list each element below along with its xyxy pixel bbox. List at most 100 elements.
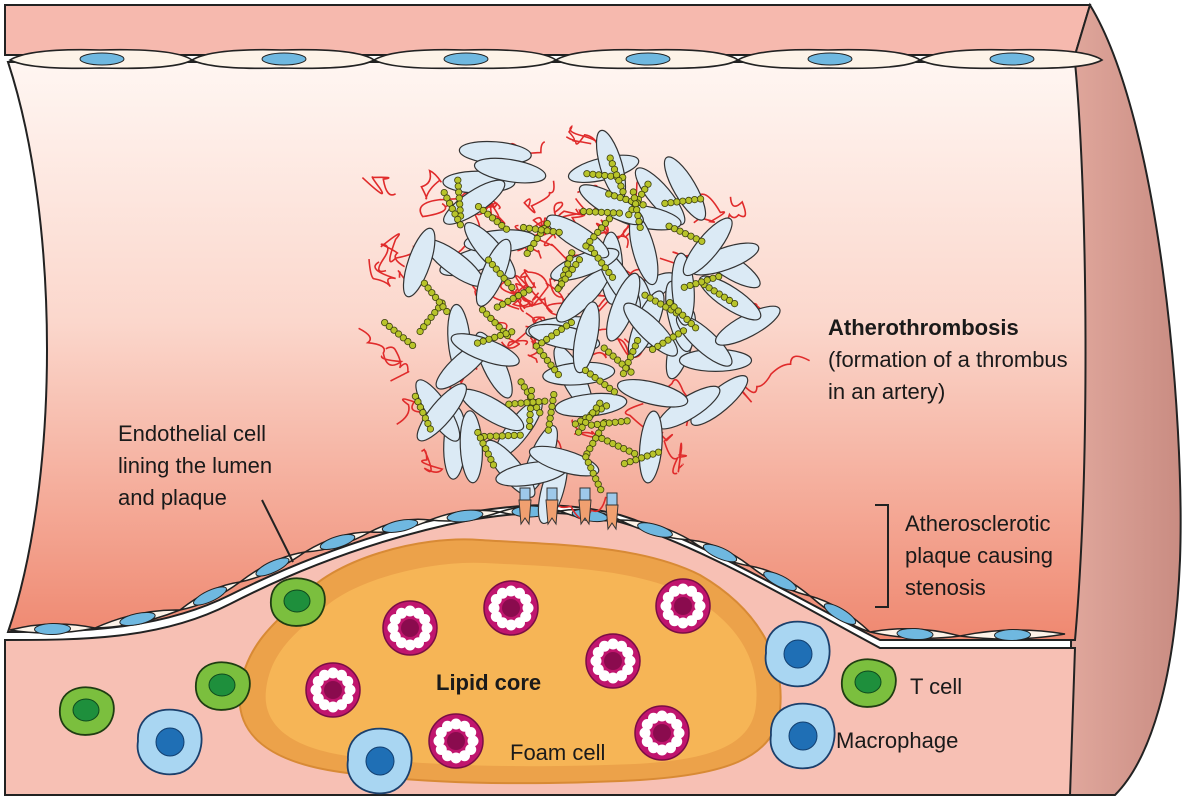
lipid-droplet: [692, 592, 704, 603]
lipid-droplet: [522, 602, 534, 614]
plaque-line2: plaque causing: [905, 543, 1054, 568]
atherothrombosis-line2: in an artery): [828, 379, 946, 404]
foam-cell: [655, 578, 711, 634]
lipid-droplet: [421, 622, 433, 634]
lipid-droplet: [520, 594, 532, 605]
foam-cell: [305, 662, 361, 718]
fibrinogen-chain: [661, 195, 705, 207]
fibrinogen-chain: [700, 280, 739, 308]
t-cell-nucleus: [208, 673, 236, 697]
fibrinogen-chain: [648, 327, 688, 353]
macrophage: [136, 708, 203, 776]
endothelial-nucleus: [255, 557, 290, 577]
endothelial-line2: lining the lumen: [118, 453, 273, 478]
lipid-droplet: [607, 672, 619, 684]
lipid-droplet: [662, 609, 674, 620]
fibrinogen-chain: [532, 342, 563, 379]
lipid-droplet: [673, 727, 685, 739]
endothelial-cell: [8, 48, 194, 70]
lipid-droplet: [599, 640, 610, 652]
endothelial-nucleus: [443, 52, 489, 66]
lipid-droplet: [497, 587, 508, 599]
lipid-droplet: [694, 600, 706, 612]
endothelial-nucleus: [381, 519, 419, 533]
lipid-droplet: [433, 735, 445, 747]
lipid-droplet: [624, 655, 636, 667]
endothelial-nucleus: [637, 522, 673, 538]
fibrinogen-chain: [587, 417, 631, 429]
fibrinogen-chain: [525, 386, 536, 431]
endothelial-cell: [809, 595, 871, 633]
lipid-droplet: [419, 614, 431, 625]
fibrin-strand: [742, 355, 810, 394]
fibrin-strand: [571, 419, 596, 438]
endothelial-nucleus: [319, 534, 356, 550]
fibrinogen-chain: [474, 428, 498, 469]
macrophages: [136, 620, 836, 795]
endothelial-nucleus: [34, 622, 71, 636]
platelet: [616, 378, 689, 408]
plaque-bracket: [875, 504, 889, 608]
endothelial-cell: [687, 538, 751, 567]
lipid-droplet: [514, 617, 525, 629]
lipid-droplet: [656, 710, 668, 722]
fibrin-strand: [385, 346, 410, 382]
lipid-droplet: [671, 719, 683, 730]
platelet: [638, 410, 663, 484]
macrophage-nucleus: [783, 639, 813, 669]
lipid-droplet: [622, 647, 634, 658]
fibrin-strand: [420, 169, 443, 200]
endothelial-nucleus: [823, 603, 857, 625]
endothelial-cell: [959, 628, 1066, 642]
endothelial-cell: [554, 48, 740, 70]
platelet-receptor: [605, 492, 619, 531]
platelet-receptor: [578, 487, 592, 526]
fibrinogen-chain: [554, 256, 584, 293]
fibrinogen-chain: [440, 189, 464, 229]
fibrinogen-chain: [420, 279, 451, 316]
lipid-droplet: [396, 607, 407, 619]
endothelium-bottom: [9, 505, 1066, 642]
lipid-core-label: Lipid core: [436, 670, 542, 695]
fibrin-strand: [419, 192, 475, 218]
macrophage: [769, 702, 836, 770]
fibrinogen-chain: [473, 328, 516, 347]
lipid-droplet: [319, 669, 330, 681]
fibrinogen-chain: [571, 402, 611, 428]
t-cell: [59, 686, 115, 736]
atherothrombosis-label: Atherothrombosis (formation of a thrombu…: [828, 312, 1068, 408]
lipid-droplet: [488, 602, 500, 614]
endothelial-nucleus: [763, 571, 797, 591]
fibrinogen-chain: [478, 306, 512, 340]
lipid-droplet: [505, 619, 517, 631]
lipid-droplet: [677, 617, 689, 629]
fibrin-strand: [361, 176, 397, 196]
macrophage-label: Macrophage: [836, 728, 959, 753]
lipid-droplet: [660, 600, 672, 612]
lipid-droplet: [590, 655, 602, 667]
lipid-droplet: [387, 622, 399, 634]
endothelial-cell: [918, 48, 1104, 70]
plaque-label: Atherosclerotic plaque causing stenosis: [905, 508, 1053, 604]
lipid-droplet: [648, 712, 659, 724]
endothelial-nucleus: [261, 52, 307, 66]
lipid-droplet: [467, 735, 479, 747]
lipid-droplet: [677, 583, 689, 595]
fibrin-strand: [358, 327, 404, 367]
foam-cell-nucleus: [653, 724, 671, 742]
lipid-droplet: [327, 667, 339, 679]
vessel-outer-side: [1068, 2, 1182, 796]
lipid-droplet: [404, 605, 416, 617]
fibrinogen-chain: [579, 207, 624, 217]
t-cells: [59, 577, 897, 736]
endothelial-leader-line: [261, 499, 294, 563]
fibrin-strand: [511, 298, 536, 313]
fibrinogen-chain: [519, 223, 563, 236]
lipid-droplet: [404, 639, 416, 651]
macrophage-nucleus: [788, 721, 818, 751]
platelet: [528, 445, 600, 477]
lipid-droplet: [450, 718, 462, 730]
lipid-droplet: [592, 664, 604, 675]
fibrinogen-chain: [680, 272, 723, 291]
